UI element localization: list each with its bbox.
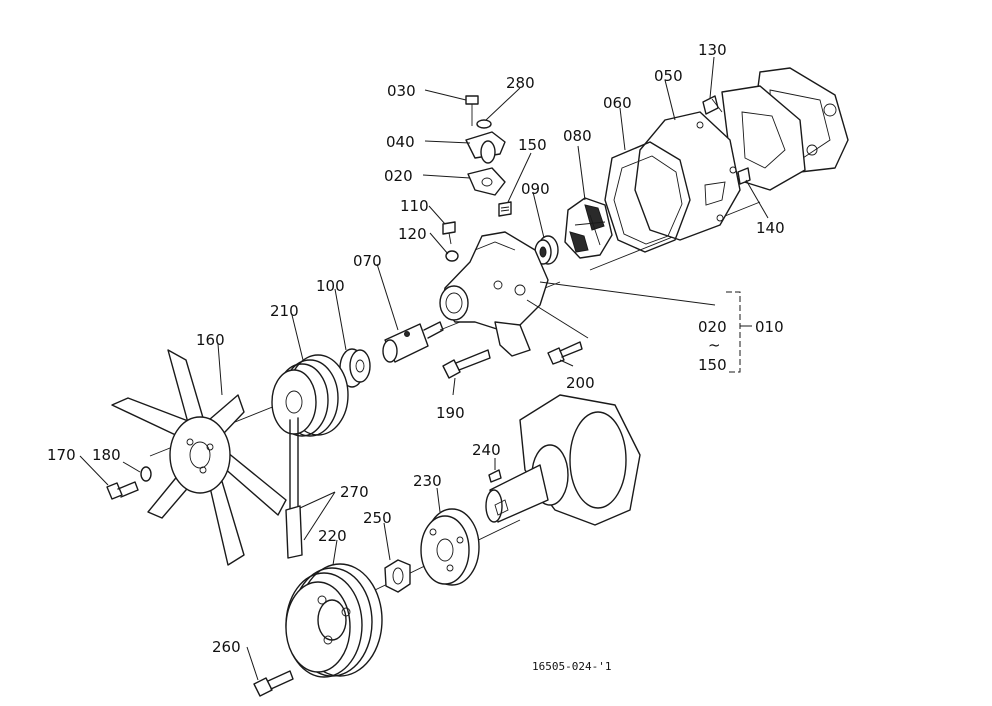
label-050: 050 xyxy=(654,67,683,85)
label-020-top: 020 xyxy=(384,167,413,185)
washer-120 xyxy=(445,250,459,262)
bolt-190 xyxy=(442,349,491,379)
leader-lines xyxy=(79,56,769,681)
label-100: 100 xyxy=(316,277,345,295)
key-240 xyxy=(488,469,502,483)
thermostat-cover-040 xyxy=(465,131,506,164)
label-group-tilde: ~ xyxy=(708,336,721,354)
label-240: 240 xyxy=(472,441,501,459)
label-230: 230 xyxy=(413,472,442,490)
label-010: 010 xyxy=(755,318,784,336)
crankshaft xyxy=(485,394,641,526)
nut-250 xyxy=(384,559,411,593)
bolt-260 xyxy=(253,670,294,697)
label-060: 060 xyxy=(603,94,632,112)
bolt-030 xyxy=(465,95,479,126)
label-110: 110 xyxy=(400,197,429,215)
gasket-020 xyxy=(467,167,506,196)
label-160: 160 xyxy=(196,331,225,349)
label-220: 220 xyxy=(318,527,347,545)
bolt-170 xyxy=(106,481,139,500)
label-130: 130 xyxy=(698,41,727,59)
pulley-hub-230 xyxy=(420,508,480,586)
label-280: 280 xyxy=(506,74,535,92)
label-030: 030 xyxy=(387,82,416,100)
part-labels: 030 280 040 020 150 080 090 060 050 130 … xyxy=(47,41,785,673)
impeller-080 xyxy=(564,197,613,259)
bolt-140 xyxy=(737,167,751,185)
label-190: 190 xyxy=(436,404,465,422)
label-040: 040 xyxy=(386,133,415,151)
gasket-ring-060 xyxy=(604,141,691,253)
label-200: 200 xyxy=(566,374,595,392)
o-ring-280 xyxy=(476,119,492,129)
label-180: 180 xyxy=(92,446,121,464)
water-pump-body xyxy=(439,231,549,357)
label-260: 260 xyxy=(212,638,241,656)
label-140: 140 xyxy=(756,219,785,237)
bolt-110 xyxy=(442,221,456,245)
cooling-fan-160 xyxy=(111,349,287,566)
fan-pulley-210 xyxy=(271,354,349,437)
drawing-code: 16505-024-'1 xyxy=(532,660,611,673)
assembly-group-bracket xyxy=(726,291,752,373)
label-150-top: 150 xyxy=(518,136,547,154)
stud-bolt-130 xyxy=(702,95,723,115)
crank-pulley-220 xyxy=(285,563,383,678)
bearing-shaft-070 xyxy=(382,321,444,363)
label-170: 170 xyxy=(47,446,76,464)
label-080: 080 xyxy=(563,127,592,145)
label-120: 120 xyxy=(398,225,427,243)
label-210: 210 xyxy=(270,302,299,320)
washer-180 xyxy=(140,466,152,482)
label-250: 250 xyxy=(363,509,392,527)
v-belt-270 xyxy=(285,417,303,559)
label-070: 070 xyxy=(353,252,382,270)
plug-150 xyxy=(498,201,512,217)
label-090: 090 xyxy=(521,180,550,198)
label-270: 270 xyxy=(340,483,369,501)
pump-body-plate-060 xyxy=(634,111,741,241)
label-150-group: 150 xyxy=(698,356,727,374)
label-020-group: 020 xyxy=(698,318,727,336)
bolt-200 xyxy=(547,341,583,365)
